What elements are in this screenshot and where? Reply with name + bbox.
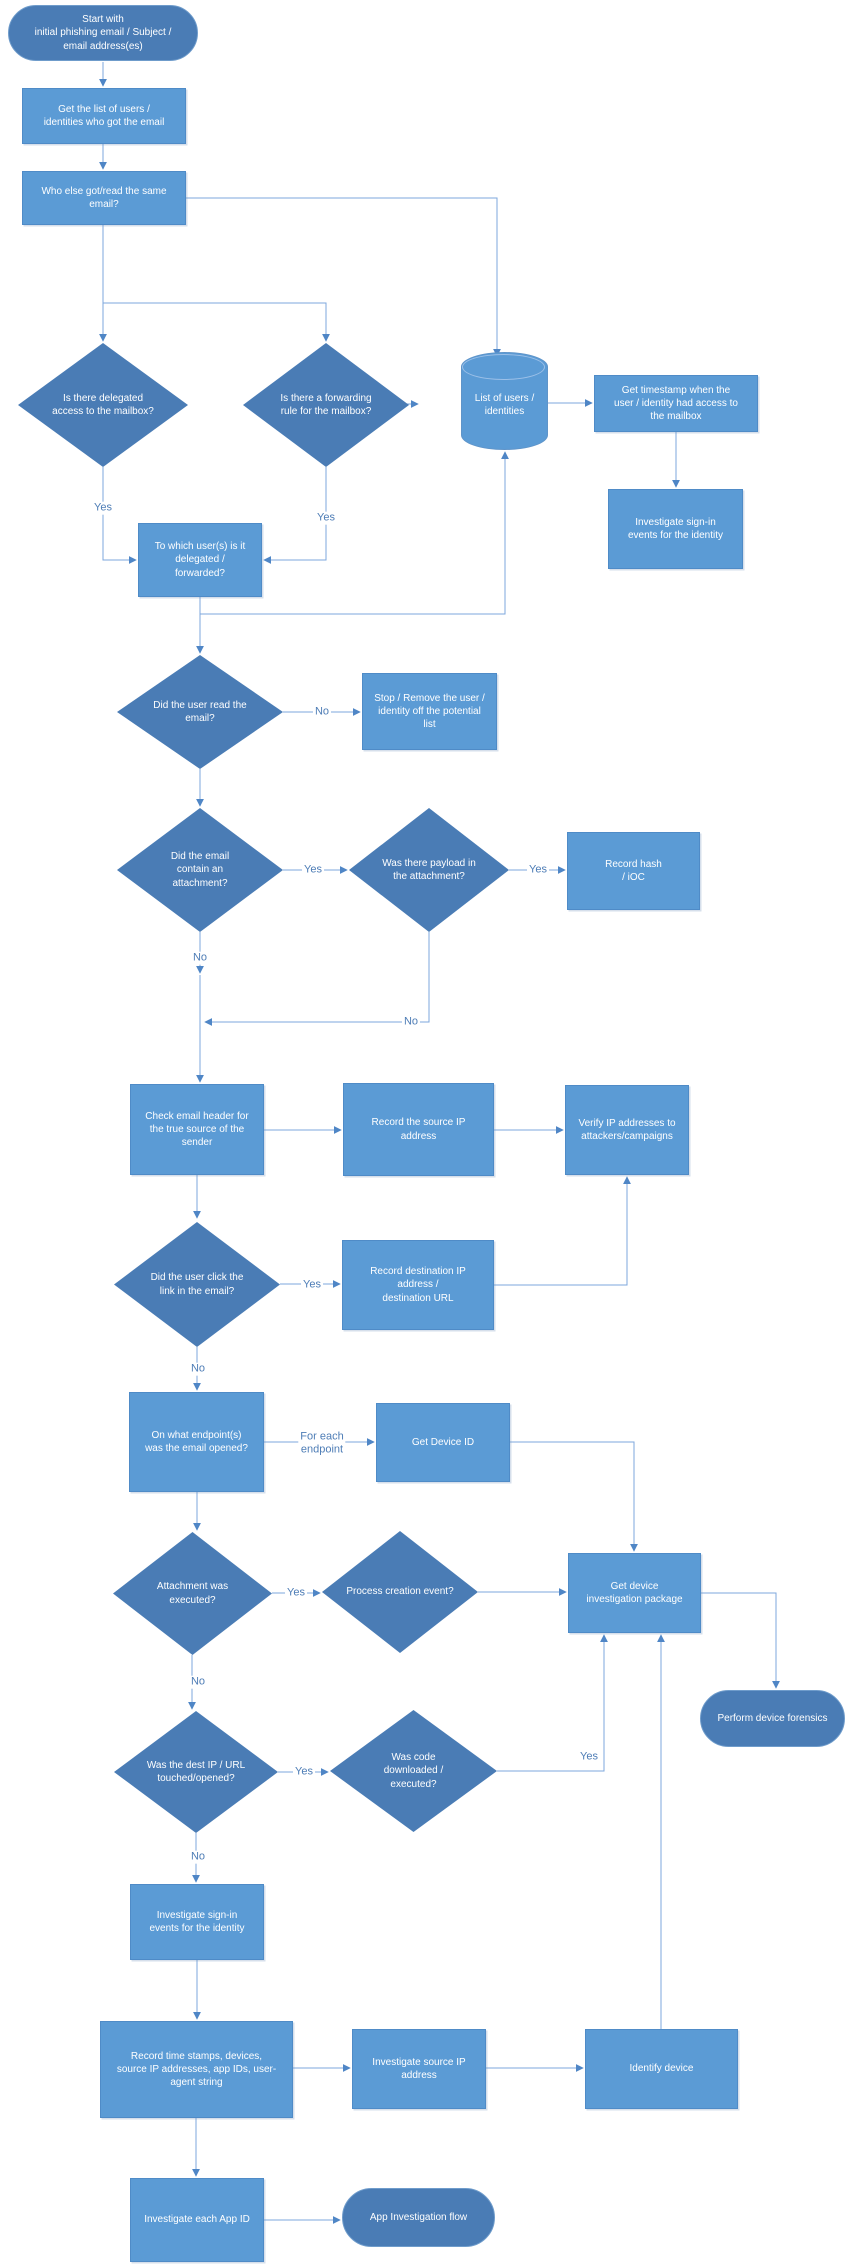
process-record-source-ip-label: Record the source IP address: [371, 1117, 466, 1142]
decision-dest-touched-label: Was the dest IP / URL touched/opened?: [146, 1759, 246, 1784]
decision-delegated-access-label: Is there delegated access to the mailbox…: [52, 392, 154, 417]
process-who-else-label: Who else got/read the same email?: [41, 185, 167, 210]
decision-user-click-link-label: Did the user click the link in the email…: [150, 1272, 244, 1297]
datastore-list-of-users-label: List of users / identities: [474, 393, 535, 418]
connector-line: [186, 197, 501, 357]
process-investigate-signin-2-label: Investigate sign-in events for the ident…: [149, 1909, 245, 1934]
decision-code-downloaded-label: Was code downloaded / executed?: [383, 1752, 444, 1790]
terminator-app-investigation-flow-label: App Investigation flow: [369, 2211, 468, 2223]
process-investigate-signin-2: Investigate sign-in events for the ident…: [130, 1884, 264, 1960]
process-check-email-header: Check email header for the true source o…: [130, 1084, 264, 1175]
process-get-investigation-package: Get device investigation package: [568, 1553, 701, 1633]
process-get-device-id-label: Get Device ID: [411, 1436, 475, 1448]
decision-forwarding-rule-label: Is there a forwarding rule for the mailb…: [280, 392, 372, 417]
process-to-which-user-label: To which user(s) is it delegated / forwa…: [154, 541, 246, 579]
connector-line: [494, 1176, 631, 1286]
process-who-else: Who else got/read the same email?: [22, 171, 186, 225]
datastore-list-of-users: List of users / identities: [461, 352, 548, 450]
process-record-hash: Record hash / iOC: [567, 832, 700, 910]
process-get-list-label: Get the list of users / identities who g…: [43, 103, 165, 128]
datastore-top-rim: [462, 354, 545, 380]
process-investigate-source-ip: Investigate source IP address: [352, 2029, 486, 2109]
process-investigate-appid-label: Investigate each App ID: [144, 2214, 250, 2226]
edge-label-yes-code-downloaded: Yes: [578, 1750, 600, 1764]
process-verify-ip-label: Verify IP addresses to attackers/campaig…: [578, 1117, 676, 1142]
process-record-hash-label: Record hash / iOC: [605, 858, 662, 883]
terminator-start: Start with initial phishing email / Subj…: [8, 5, 198, 61]
process-identify-device: Identify device: [585, 2029, 738, 2109]
connector-line: [204, 932, 430, 1026]
terminator-app-investigation-flow: App Investigation flow: [342, 2188, 495, 2247]
process-record-destination: Record destination IP address / destinat…: [342, 1240, 494, 1330]
decision-attachment-executed-label: Attachment was executed?: [156, 1581, 229, 1606]
process-endpoints-opened: On what endpoint(s) was the email opened…: [129, 1392, 264, 1492]
process-investigate-appid: Investigate each App ID: [130, 2178, 264, 2262]
edge-label-for-each-endpoint: For each endpoint: [298, 1430, 346, 1456]
process-get-list: Get the list of users / identities who g…: [22, 88, 186, 144]
process-record-destination-label: Record destination IP address / destinat…: [370, 1266, 466, 1304]
edge-label-yes-dest-touched: Yes: [293, 1765, 315, 1779]
process-check-email-header-label: Check email header for the true source o…: [145, 1110, 249, 1149]
process-to-which-user: To which user(s) is it delegated / forwa…: [138, 523, 262, 597]
process-stop-remove-label: Stop / Remove the user / identity off th…: [374, 692, 485, 731]
process-stop-remove: Stop / Remove the user / identity off th…: [362, 673, 497, 750]
terminator-perform-forensics: Perform device forensics: [700, 1690, 845, 1747]
process-get-device-id: Get Device ID: [376, 1403, 510, 1482]
process-investigate-signin-1-label: Investigate sign-in events for the ident…: [627, 516, 724, 541]
process-investigate-source-ip-label: Investigate source IP address: [372, 2056, 466, 2081]
edge-label-yes-attachment-executed: Yes: [285, 1586, 307, 1600]
process-get-timestamp: Get timestamp when the user / identity h…: [594, 375, 758, 432]
edge-label-yes-payload: Yes: [527, 863, 549, 877]
edge-label-yes-click-link: Yes: [301, 1278, 323, 1292]
process-verify-ip: Verify IP addresses to attackers/campaig…: [565, 1085, 689, 1175]
edge-label-no-click-link: No: [188, 1362, 208, 1376]
decision-process-creation-label: Process creation event?: [346, 1586, 454, 1598]
connector-line: [497, 1634, 608, 1772]
terminator-perform-forensics-label: Perform device forensics: [717, 1712, 828, 1724]
process-identify-device-label: Identify device: [629, 2063, 694, 2075]
process-get-timestamp-label: Get timestamp when the user / identity h…: [614, 384, 738, 423]
process-record-source-ip: Record the source IP address: [343, 1083, 494, 1176]
terminator-start-label: Start with initial phishing email / Subj…: [34, 14, 172, 52]
connector-line: [200, 451, 509, 615]
connector-line: [510, 1441, 638, 1552]
process-record-timestamps-label: Record time stamps, devices, source IP a…: [116, 2050, 277, 2089]
process-investigate-signin-1: Investigate sign-in events for the ident…: [608, 489, 743, 569]
connector-line: [103, 302, 330, 342]
edge-label-yes-delegated: Yes: [92, 501, 114, 515]
edge-label-no-dest-touched: No: [188, 1850, 208, 1864]
edge-label-no-read-email: No: [312, 705, 332, 719]
decision-payload-in-attachment-label: Was there payload in the attachment?: [382, 857, 476, 882]
decision-user-read-email-label: Did the user read the email?: [153, 699, 247, 724]
decision-contain-attachment-label: Did the email contain an attachment?: [170, 851, 230, 889]
process-get-investigation-package-label: Get device investigation package: [586, 1580, 683, 1605]
process-endpoints-opened-label: On what endpoint(s) was the email opened…: [145, 1429, 248, 1454]
connector-line: [263, 467, 327, 564]
connector-line: [102, 467, 137, 564]
edge-label-no-attachment: No: [190, 951, 210, 965]
edge-label-no-payload: No: [401, 1015, 421, 1029]
edge-label-yes-attachment: Yes: [302, 863, 324, 877]
connector-line: [701, 1592, 780, 1689]
edge-label-yes-forwarding: Yes: [315, 511, 337, 525]
edge-label-no-attachment-executed: No: [188, 1675, 208, 1689]
process-record-timestamps: Record time stamps, devices, source IP a…: [100, 2021, 293, 2118]
